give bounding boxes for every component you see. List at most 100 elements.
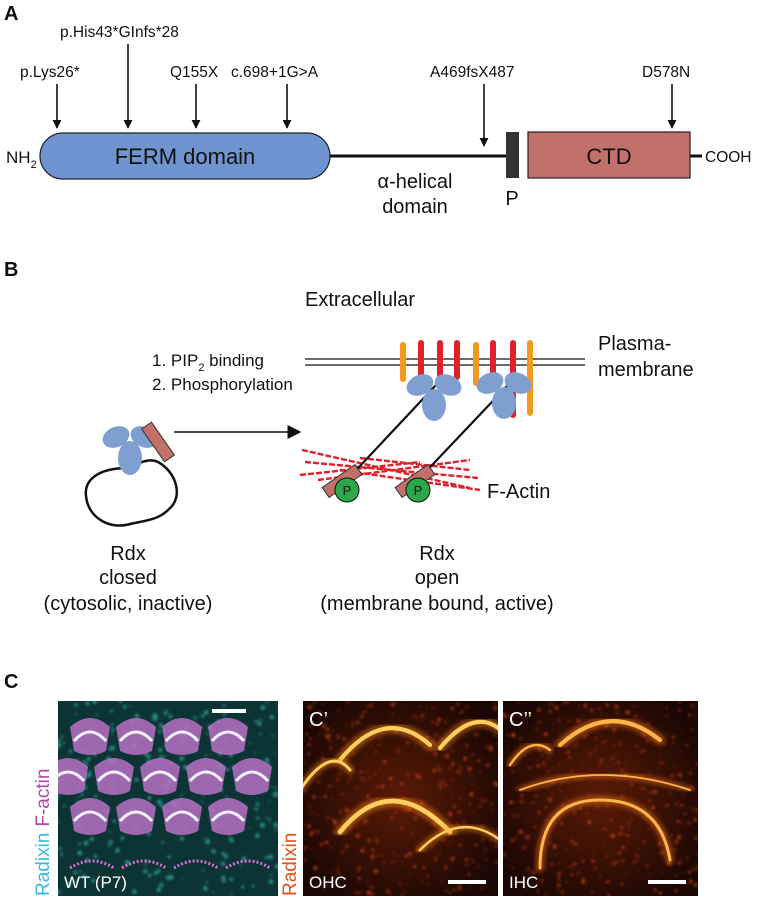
micrograph-noise — [330, 817, 335, 821]
micrograph-noise — [436, 717, 442, 722]
micrograph-noise — [390, 701, 394, 704]
micrograph-noise — [311, 848, 314, 851]
micrograph-noise — [469, 792, 474, 797]
micrograph-noise — [511, 732, 516, 738]
wt-speckle — [124, 860, 130, 866]
micrograph-noise — [480, 886, 485, 890]
micrograph-noise — [597, 766, 600, 769]
wt-stereocilia-arc — [234, 770, 270, 783]
micrograph-noise — [645, 864, 649, 868]
micrograph-noise — [558, 768, 561, 771]
micrograph-noise — [471, 811, 475, 815]
micrograph-noise — [554, 831, 559, 835]
micrograph-noise — [631, 862, 635, 865]
micrograph-noise — [574, 842, 578, 846]
micrograph-noise — [674, 888, 678, 893]
micrograph-noise — [613, 856, 615, 858]
micrograph-noise — [547, 702, 552, 706]
tm-protein-red — [454, 340, 460, 380]
micrograph-noise — [647, 740, 651, 744]
micrograph-noise — [485, 729, 488, 732]
rdx-open-ferm-2 — [476, 372, 532, 419]
micrograph-noise — [564, 797, 567, 800]
ihc-bundle-arc — [557, 719, 663, 748]
micrograph-noise — [452, 841, 455, 844]
ctd-label: CTD — [586, 144, 631, 169]
micrograph-noise — [458, 796, 462, 800]
micrograph-noise — [652, 893, 656, 896]
micrograph-noise — [366, 709, 368, 711]
wt-speckle — [264, 757, 270, 763]
micrograph-noise — [320, 756, 325, 761]
micrograph-noise — [355, 720, 360, 725]
micrograph-noise — [421, 766, 423, 768]
micrograph-noise — [361, 778, 365, 782]
wt-stereocilia-arc — [72, 810, 108, 823]
micrograph-noise — [307, 742, 312, 747]
micrograph-noise — [398, 881, 402, 885]
micrograph-noise — [510, 840, 512, 842]
f-actin-filaments — [299, 448, 481, 492]
micrograph-noise — [450, 792, 454, 796]
micrograph-noise — [418, 720, 421, 723]
micrograph-noise — [505, 750, 508, 753]
micrograph-noise — [396, 701, 398, 704]
micrograph-noise — [574, 815, 577, 818]
micrograph-noise — [681, 792, 685, 796]
micrograph-noise — [646, 721, 650, 726]
micrograph-noise — [476, 865, 480, 869]
micrograph-noise — [329, 732, 331, 734]
micrograph-noise — [482, 801, 484, 803]
micrograph-noise — [406, 890, 409, 892]
micrograph-noise — [309, 723, 313, 728]
micrograph-noise — [438, 784, 441, 788]
micrograph-noise — [590, 830, 593, 832]
micrograph-noise — [376, 854, 379, 857]
micrograph-noise — [434, 761, 436, 763]
micrograph-noise — [662, 884, 665, 887]
micrograph-noise — [443, 720, 448, 725]
micrograph-noise — [612, 863, 615, 867]
micrograph-noise — [369, 881, 372, 883]
micrograph-noise — [391, 702, 396, 707]
micrograph-noise — [356, 869, 360, 873]
micrograph-noise — [401, 862, 403, 864]
micrograph-noise — [483, 799, 488, 803]
micrograph-noise — [458, 851, 461, 854]
micrograph-noise — [364, 819, 368, 824]
micrograph-noise — [540, 753, 544, 758]
micrograph-noise — [635, 854, 640, 859]
wt-speckle — [249, 742, 252, 745]
micrograph-noise — [643, 787, 646, 791]
micrograph-noise — [557, 763, 561, 767]
wt-speckle — [108, 747, 112, 751]
wt-speckle — [118, 701, 123, 703]
micrograph-noise — [518, 736, 523, 741]
micrograph-noise — [493, 780, 498, 785]
micrograph-noise — [646, 827, 650, 831]
wt-speckle — [264, 855, 268, 860]
micrograph-noise — [598, 828, 600, 830]
micrograph-noise — [610, 861, 613, 864]
micrograph-noise — [457, 843, 459, 846]
micrograph-noise — [400, 886, 403, 889]
micrograph-noise — [308, 876, 314, 881]
micrograph-noise — [582, 763, 585, 765]
wt-scale-bar — [212, 709, 246, 713]
micrograph-noise — [679, 803, 684, 808]
micrograph-noise — [647, 771, 651, 776]
micrograph-noise — [462, 709, 465, 713]
micrograph-noise — [351, 873, 355, 877]
micrograph-noise — [511, 867, 514, 870]
micrograph-noise — [346, 701, 350, 705]
micrograph-noise — [674, 765, 676, 768]
micrograph-noise — [668, 791, 673, 796]
micrograph-noise — [346, 780, 349, 784]
micrograph-noise — [496, 742, 498, 746]
micrograph-noise — [595, 805, 600, 809]
micrograph-noise — [647, 872, 652, 876]
wt-hair-cell — [232, 758, 272, 795]
micrograph-noise — [598, 761, 602, 765]
micrograph-noise — [391, 713, 394, 716]
wt-speckle — [271, 734, 274, 737]
